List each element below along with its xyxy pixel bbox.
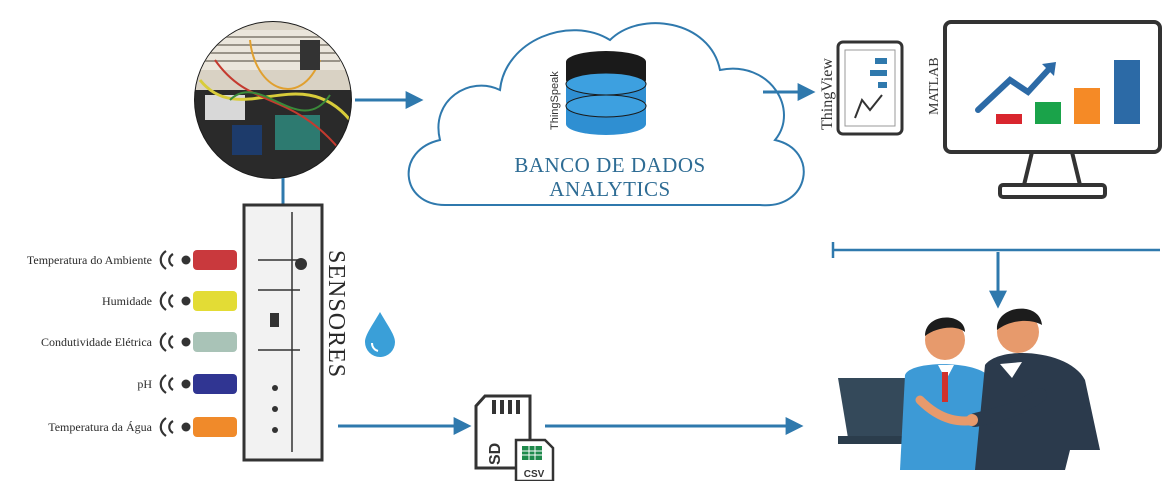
- sensor-label: pH: [137, 377, 152, 391]
- thingview-tablet-icon: [836, 40, 904, 136]
- probe-dot-icon: [181, 422, 191, 432]
- sensor-row: pH: [137, 374, 237, 394]
- water-drop-icon: [365, 312, 395, 357]
- wireless-signal-icon: [159, 332, 174, 352]
- wireless-signal-icon: [159, 417, 174, 437]
- wireless-signal-icon: [159, 250, 174, 270]
- circuit-photo: [194, 21, 352, 179]
- sensor-row: Humidade: [102, 291, 237, 311]
- analysts-illustration: [838, 308, 1100, 470]
- csv-label: CSV: [524, 469, 545, 480]
- sensor-probe-list: Temperatura do AmbienteHumidadeCondutivi…: [27, 250, 237, 437]
- sensor-probe: [193, 417, 237, 437]
- probe-dot-icon: [181, 255, 191, 265]
- matlab-label: MATLAB: [927, 57, 942, 115]
- sensor-label: Temperatura do Ambiente: [27, 253, 152, 267]
- probe-dot-icon: [181, 296, 191, 306]
- sensor-row: Condutividade Elétrica: [41, 332, 237, 352]
- sensor-probe: [193, 332, 237, 352]
- sensor-label: Temperatura da Água: [48, 420, 152, 434]
- sensor-row: Temperatura do Ambiente: [27, 250, 237, 270]
- probe-dot-icon: [181, 379, 191, 389]
- sensor-row: Temperatura da Água: [48, 417, 237, 437]
- sensor-probe: [193, 250, 237, 270]
- csv-file-icon: [514, 438, 555, 481]
- thingview-label: ThingView: [819, 58, 836, 130]
- sd-label: SD: [487, 443, 504, 465]
- sensor-label: Condutividade Elétrica: [41, 335, 153, 349]
- sensor-label: Humidade: [102, 294, 152, 308]
- wireless-signal-icon: [159, 291, 174, 311]
- sensor-probe: [193, 291, 237, 311]
- matlab-monitor-icon: [943, 20, 1162, 199]
- monitor-bracket: [831, 242, 1160, 258]
- cloud-title-line2: ANALYTICS: [549, 177, 670, 201]
- sensor-device: [242, 203, 324, 462]
- database-icon: [565, 51, 647, 135]
- thingspeak-brand: ThingSpeak: [549, 71, 561, 130]
- sensores-label: SENSORES: [323, 250, 349, 378]
- wireless-signal-icon: [159, 374, 174, 394]
- sensor-probe: [193, 374, 237, 394]
- probe-dot-icon: [181, 337, 191, 347]
- cloud-title-line1: BANCO DE DADOS: [514, 153, 705, 177]
